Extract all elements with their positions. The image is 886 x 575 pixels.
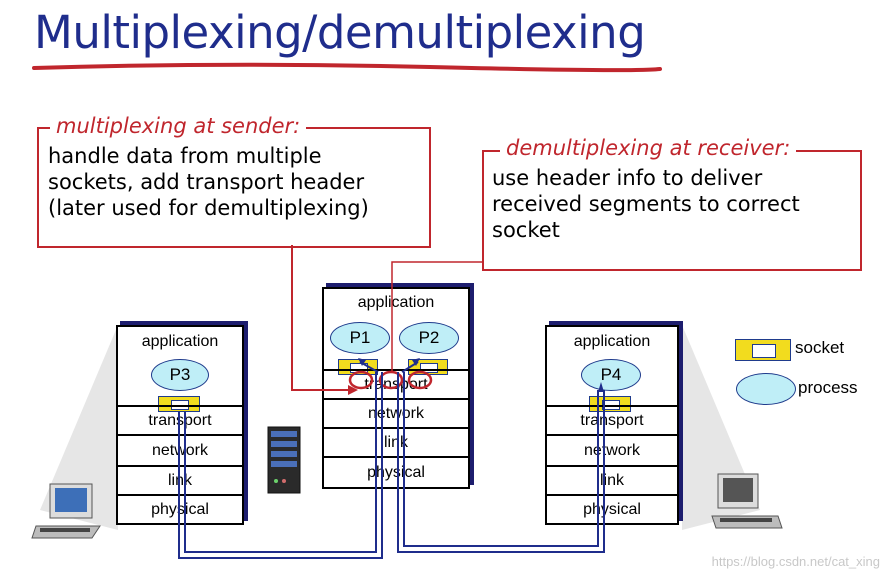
process-p2: P2 <box>399 322 459 354</box>
desktop-computer-icon <box>711 473 783 529</box>
desktop-computer-icon <box>31 483 101 539</box>
process-p4: P4 <box>581 359 641 391</box>
application-label: application <box>141 333 219 350</box>
callout-multiplexing-line: (later used for demultiplexing) <box>48 196 369 220</box>
application-label: application <box>573 333 651 350</box>
callout-demultiplexing-line: use header info to deliver <box>492 166 763 190</box>
right-host-stack: application P4 transport network link ph… <box>545 325 679 525</box>
socket-legend-icon <box>735 339 791 361</box>
callout-multiplexing-line: handle data from multiple <box>48 144 322 168</box>
callout-multiplexing-heading: multiplexing at sender: <box>50 114 307 138</box>
page-title: Multiplexing/demultiplexing <box>34 6 646 59</box>
server-icon <box>267 426 301 494</box>
callout-demultiplexing <box>482 150 862 271</box>
socket-icon <box>589 396 631 412</box>
watermark: https://blog.csdn.net/cat_xing <box>711 554 880 569</box>
callout-demultiplexing-line: socket <box>492 218 560 242</box>
legend-socket-label: socket <box>795 338 845 357</box>
process-legend-icon <box>736 373 796 405</box>
application-label: application <box>357 294 435 311</box>
callout-multiplexing-line: sockets, add transport header <box>48 170 365 194</box>
layer-link: link <box>324 427 468 456</box>
callout-demultiplexing-heading: demultiplexing at receiver: <box>500 136 797 160</box>
layer-transport: transport <box>547 405 677 434</box>
layer-link: link <box>547 465 677 494</box>
callout-multiplexing-body: handle data from multiple sockets, add t… <box>48 143 369 221</box>
legend-process-label: process <box>798 378 858 397</box>
title-underline <box>32 62 662 73</box>
process-p3: P3 <box>151 359 209 391</box>
callout-demultiplexing-body: use header info to deliver received segm… <box>492 165 800 243</box>
callout-demultiplexing-line: received segments to correct <box>492 192 800 216</box>
process-p1: P1 <box>330 322 390 354</box>
socket-icon <box>158 396 200 412</box>
